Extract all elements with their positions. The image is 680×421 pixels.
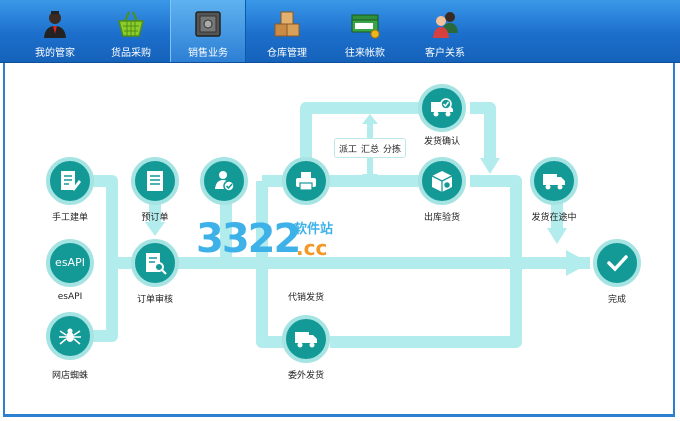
label-in-transit: 发货在途中 [531,213,577,223]
node-outbound-check[interactable] [418,157,466,205]
document-icon [147,171,163,191]
node-pre-order[interactable] [131,157,179,205]
toolbar-label: 仓库管理 [267,48,307,59]
person-check-icon [215,171,235,192]
node-print[interactable] [282,157,330,205]
node-shop-spider[interactable] [46,312,94,360]
toolbar-sales[interactable]: 销售业务 [170,0,246,62]
arrow-head-ship-confirm [480,158,500,174]
printer-icon [296,172,316,191]
flow-upper-loop [300,102,496,170]
label-dropship: 代销发货 [287,293,324,303]
node-esapi[interactable]: esAPI [46,239,94,287]
node-complete[interactable] [593,239,641,287]
document-edit-icon [61,171,81,191]
node-manual-order[interactable] [46,157,94,205]
node-order-review[interactable] [131,239,179,287]
truck-icon [295,332,317,348]
node-ship-confirm[interactable] [418,84,466,132]
op-sorting[interactable]: 分拣 [382,144,401,155]
truck-icon [543,174,565,190]
label-pre-order: 预订单 [141,213,169,223]
checkmark-icon [607,255,628,272]
op-summary[interactable]: 汇总 [360,144,379,155]
node-in-transit[interactable] [530,157,578,205]
boxes-icon [274,11,300,37]
main-toolbar: 我的管家 货品采购 销售业务 仓库管理 [0,0,680,63]
node-finance[interactable] [200,157,248,205]
package-search-icon [431,171,453,192]
esapi-icon-text: esAPI [55,256,85,269]
toolbar-label: 销售业务 [188,48,228,59]
basket-icon [118,11,144,37]
arrow-head-transit [547,228,567,244]
op-dispatch[interactable]: 派工 [339,144,358,155]
label-esapi: esAPI [57,292,83,302]
toolbar-my-butler[interactable]: 我的管家 [18,0,92,62]
watermark-domain: .cc [296,236,328,260]
user-icon [44,11,66,38]
watermark-text: 软件站 [294,222,334,237]
safe-icon [195,11,221,37]
toolbar-customers[interactable]: 客户关系 [408,0,482,62]
truck-check-icon [431,98,453,117]
document-search-icon [146,253,167,275]
toolbar-label: 往来帐款 [345,48,385,59]
toolbar-label: 我的管家 [35,48,75,59]
arrow-head-ops-down [362,174,378,184]
node-outsource[interactable] [282,315,330,363]
arrow-head-complete [566,250,590,276]
label-outbound-check: 出库验货 [423,213,460,223]
toolbar-purchase[interactable]: 货品采购 [94,0,168,62]
label-ship-confirm: 发货确认 [423,137,460,147]
money-icon [351,14,380,39]
watermark-logo: 3322 [196,216,301,262]
watermark: 3322 软件站 .cc [196,210,352,274]
toolbar-label: 货品采购 [111,48,151,59]
operations-box: 派工 汇总 分拣 [334,138,406,158]
toolbar-label: 客户关系 [425,48,465,59]
arrow-head-preorder [145,222,165,236]
label-manual-order: 手工建单 [51,213,88,223]
label-outsource: 委外发货 [287,371,324,381]
label-complete: 完成 [607,295,626,305]
flow-check-loop [326,175,522,348]
toolbar-warehouse[interactable]: 仓库管理 [250,0,324,62]
spider-icon [59,328,81,345]
toolbar-accounts[interactable]: 往来帐款 [328,0,402,62]
users-icon [433,12,458,38]
label-shop-spider: 网店蜘蛛 [51,371,88,381]
arrow-head-ops-up [362,114,378,124]
label-order-review: 订单审核 [136,295,173,305]
